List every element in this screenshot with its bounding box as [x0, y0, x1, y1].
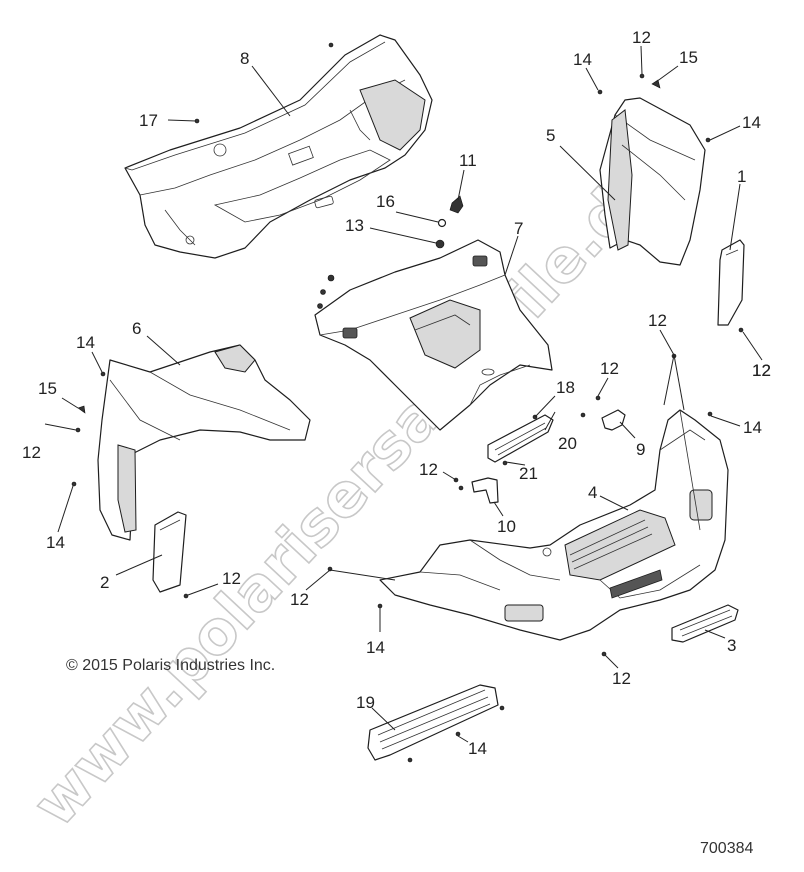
callout-11: 11: [459, 151, 477, 170]
part-10-bracket: [453, 477, 499, 504]
callout-20: 20: [558, 434, 577, 453]
part-4-front-bumper: [327, 353, 729, 657]
part-19-grille: [367, 684, 505, 763]
part-6-left-fender: [71, 344, 311, 541]
callout-15-top: 15: [679, 48, 698, 67]
callout-12-right: 12: [752, 361, 771, 380]
callout-7: 7: [514, 219, 523, 238]
callout-12-top: 12: [632, 28, 651, 47]
callout-18: 18: [556, 378, 575, 397]
callout-5: 5: [546, 126, 555, 145]
callout-14-bumper-bottom: 14: [366, 638, 385, 657]
callout-3: 3: [727, 636, 736, 655]
part-18-20-21-grille: [487, 414, 554, 466]
figure-number: 700384: [700, 840, 753, 857]
callout-12-bottom-left: 12: [222, 569, 241, 588]
leader-lines: [44, 45, 763, 743]
callout-10: 10: [497, 517, 516, 536]
callout-19: 19: [356, 693, 375, 712]
callout-12-bottom: 12: [612, 669, 631, 688]
part-5-right-fender: [597, 73, 711, 266]
callout-17: 17: [139, 111, 158, 130]
fastener-group-11-16-13: [194, 118, 464, 249]
part-9-bracket: [580, 395, 626, 431]
callout-16: 16: [376, 192, 395, 211]
callout-14-bumper-right: 14: [743, 418, 762, 437]
callout-14-top: 14: [573, 50, 592, 69]
part-3-grille: [671, 604, 739, 643]
callout-12-bumper-top: 12: [648, 311, 667, 330]
callout-12-bumper-left: 12: [290, 590, 309, 609]
callout-12-left: 12: [22, 443, 41, 462]
part-8-dash-panel: [124, 34, 433, 259]
callout-2: 2: [100, 573, 109, 592]
callout-labels: 8 17 11 16 13 7 12 14 15 14 5 1 12 6 14 …: [22, 28, 771, 758]
part-2-bracket: [152, 511, 189, 599]
callout-13: 13: [345, 216, 364, 235]
callout-21: 21: [519, 464, 538, 483]
part-1-bracket: [717, 239, 745, 333]
callout-14-left: 14: [76, 333, 95, 352]
callout-12-mid: 12: [419, 460, 438, 479]
part-7-hood: [314, 239, 553, 431]
callout-14-bottom: 14: [468, 739, 487, 758]
callout-9: 9: [636, 440, 645, 459]
callout-1: 1: [737, 167, 746, 186]
callout-12-mid-right: 12: [600, 359, 619, 378]
callout-6: 6: [132, 319, 141, 338]
callout-14-right: 14: [742, 113, 761, 132]
callout-15-left: 15: [38, 379, 57, 398]
copyright-notice: © 2015 Polaris Industries Inc.: [66, 657, 275, 674]
callout-14-lower-left: 14: [46, 533, 65, 552]
callout-8: 8: [240, 49, 249, 68]
callout-4: 4: [588, 483, 597, 502]
callout-12-far-right: 12: [752, 361, 771, 380]
